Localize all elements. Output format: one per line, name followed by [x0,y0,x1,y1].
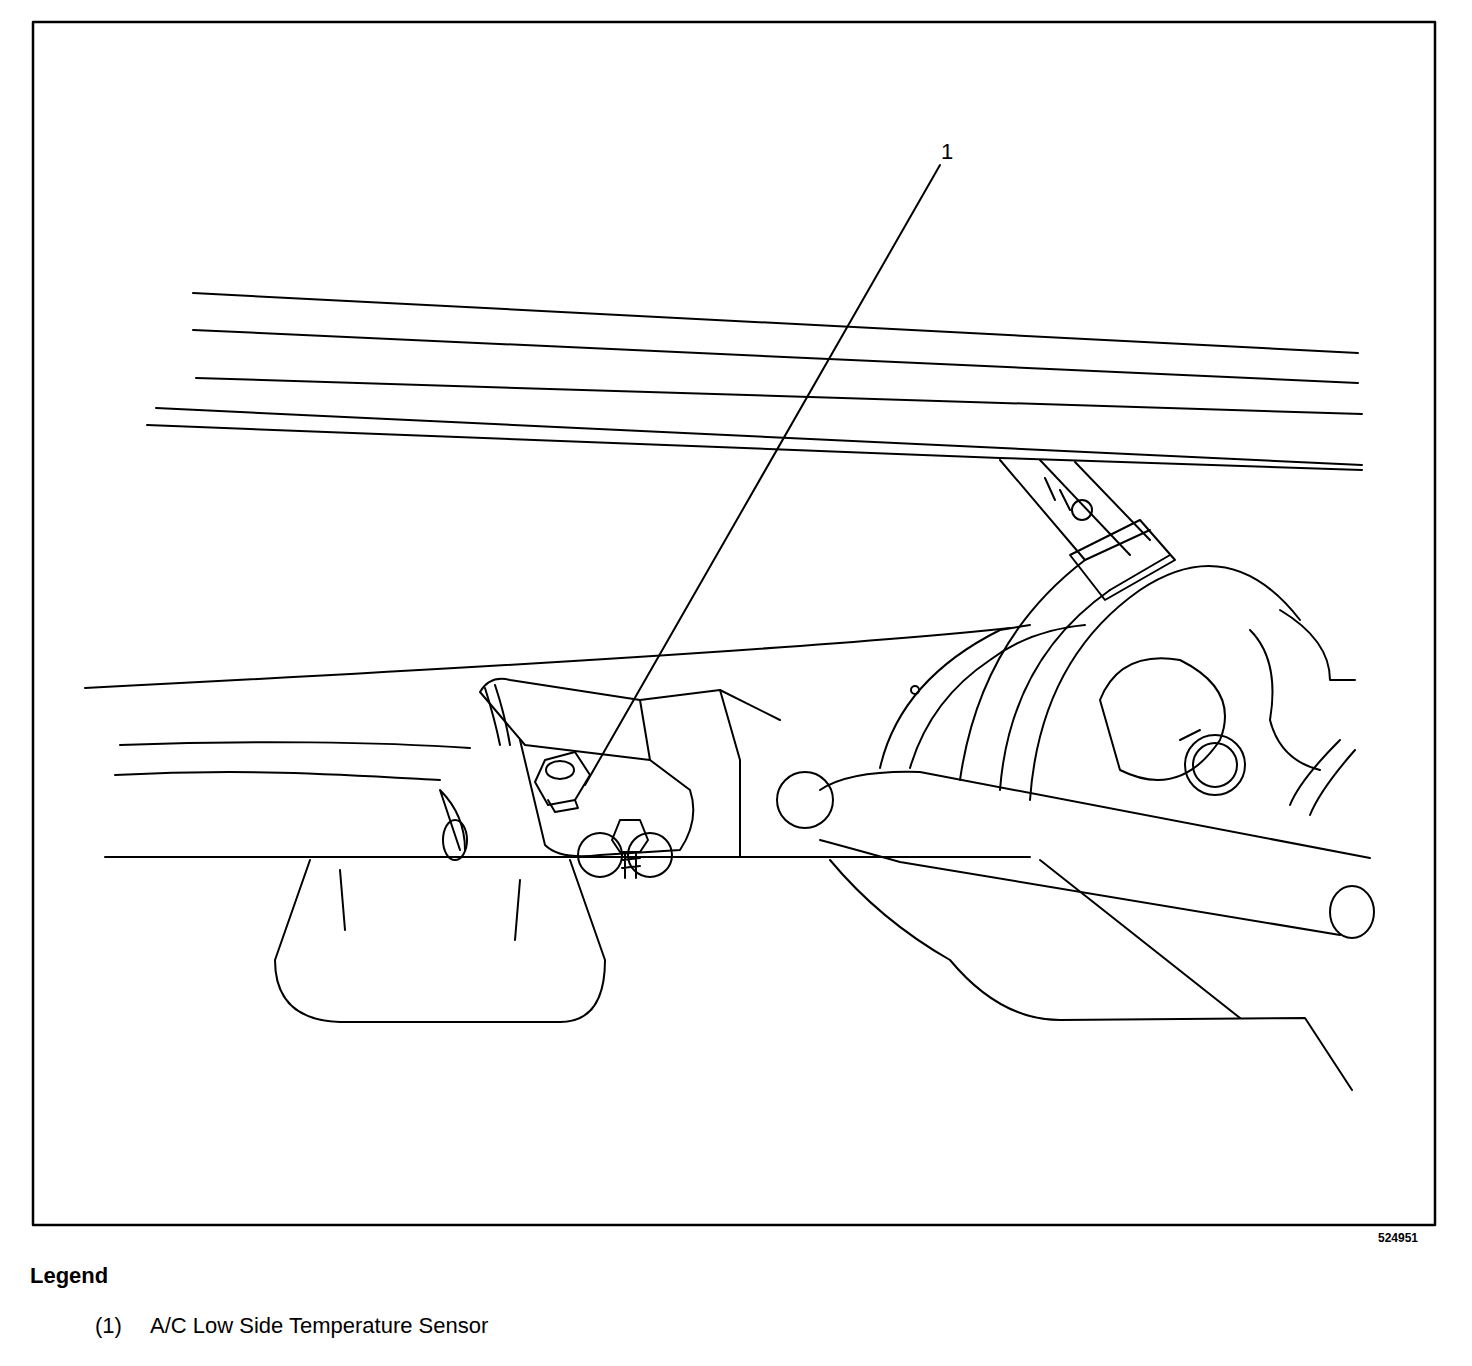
leader-line [585,165,940,785]
sensor-fitting [480,679,780,878]
upper-panel-lines [147,293,1362,470]
bracket-strap [1000,460,1175,600]
figure-number: 524951 [1378,1232,1418,1245]
housing-below [275,860,605,1022]
figure-frame [33,22,1435,1225]
sensor-hex [535,752,590,805]
legend-heading: Legend [30,1264,108,1288]
callout-number: 1 [941,140,953,164]
compressor-right [1100,610,1355,815]
hoses-right [777,530,1374,938]
legend-number: (1) [95,1314,122,1338]
legend-text: A/C Low Side Temperature Sensor [150,1314,488,1338]
